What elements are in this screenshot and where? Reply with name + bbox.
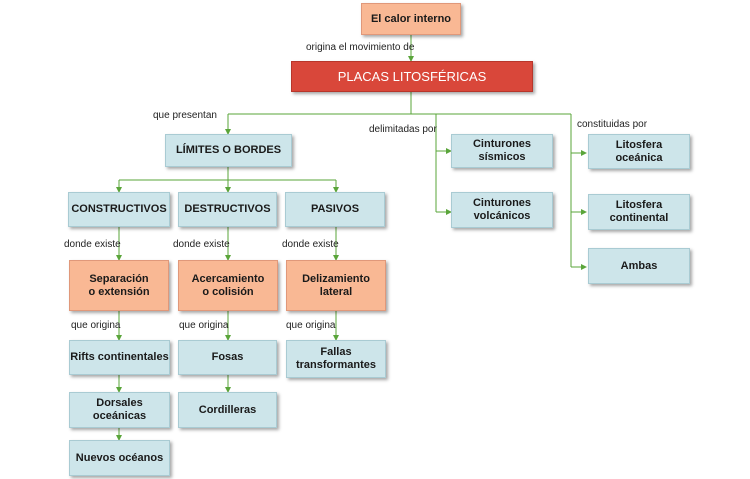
node-nuevos-oceanos: Nuevos océanos [69, 440, 170, 476]
node-delizamiento: Delizamiento lateral [286, 260, 386, 311]
node-cinturones-volcanicos: Cinturones volcánicos [451, 192, 553, 228]
label-constituidas-por: constituidas por [577, 119, 648, 130]
label-que-origina-1: que origina [71, 320, 121, 331]
node-placas-litosfericas: PLACAS LITOSFÉRICAS [291, 61, 533, 92]
node-ambas: Ambas [588, 248, 690, 284]
node-constructivos: CONSTRUCTIVOS [68, 192, 170, 227]
node-dorsales-oceanicas: Dorsales oceánicas [69, 392, 170, 428]
node-calor-interno: El calor interno [361, 3, 461, 35]
node-fosas: Fosas [178, 340, 277, 375]
label-que-presentan: que presentan [153, 110, 217, 121]
node-cinturones-sismicos: Cinturones sísmicos [451, 134, 553, 168]
node-separacion: Separación o extensión [69, 260, 169, 311]
node-destructivos: DESTRUCTIVOS [178, 192, 277, 227]
node-rifts-continentales: Rifts continentales [69, 340, 170, 375]
label-donde-existe-3: donde existe [282, 239, 339, 250]
node-acercamiento: Acercamiento o colisión [178, 260, 278, 311]
node-litosfera-continental: Litosfera continental [588, 194, 690, 230]
label-que-origina-2: que origina [179, 320, 229, 331]
label-donde-existe-2: donde existe [173, 239, 230, 250]
node-fallas-transformantes: Fallas transformantes [286, 340, 386, 378]
node-litosfera-oceanica: Litosfera oceánica [588, 134, 690, 169]
node-cordilleras: Cordilleras [178, 392, 277, 428]
label-donde-existe-1: donde existe [64, 239, 121, 250]
label-que-origina-3: que origina [286, 320, 336, 331]
label-origina-movimiento: origina el movimiento de [306, 42, 415, 53]
label-delimitadas-por: delimitadas por [369, 124, 437, 135]
node-limites-o-bordes: LÍMITES O BORDES [165, 134, 292, 167]
node-pasivos: PASIVOS [285, 192, 385, 227]
